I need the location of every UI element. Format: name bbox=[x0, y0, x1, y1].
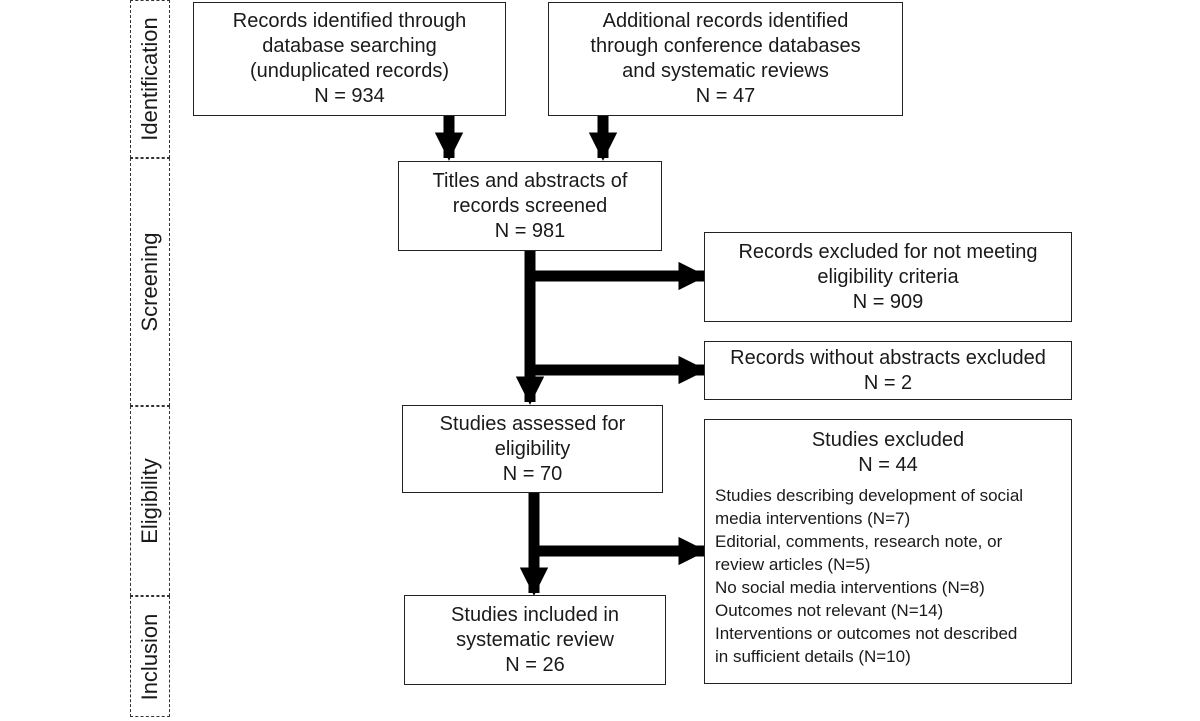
box-included: Studies included in systematic review N … bbox=[404, 595, 666, 685]
stage-screening: Screening bbox=[130, 158, 170, 406]
box-count: N = 70 bbox=[502, 462, 563, 485]
stage-identification: Identification bbox=[130, 0, 170, 158]
box-excluded-criteria: Records excluded for not meeting eligibi… bbox=[704, 232, 1072, 322]
exclusion-reason: Studies describing development of social… bbox=[715, 486, 1024, 528]
box-database-records: Records identified through database sear… bbox=[193, 2, 506, 116]
exclusion-reason: Outcomes not relevant (N=14) bbox=[715, 601, 944, 620]
box-text: Records without abstracts excluded bbox=[730, 346, 1046, 369]
box-studies-excluded: Studies excluded N = 44 Studies describi… bbox=[704, 419, 1072, 684]
exclusion-reasons: Studies describing development of social… bbox=[705, 484, 1071, 668]
box-text: Records identified through database sear… bbox=[232, 10, 467, 82]
exclusion-reason: Editorial, comments, research note, or r… bbox=[715, 532, 1003, 574]
box-excluded-no-abstract: Records without abstracts excluded N = 2 bbox=[704, 341, 1072, 400]
box-count: N = 981 bbox=[494, 219, 566, 242]
box-count: N = 47 bbox=[695, 85, 756, 107]
box-count: N = 934 bbox=[314, 85, 385, 107]
exclusion-reason: No social media interventions (N=8) bbox=[715, 578, 985, 597]
box-text: Titles and abstracts of records screened bbox=[432, 169, 628, 217]
stage-inclusion: Inclusion bbox=[130, 596, 170, 717]
box-screened: Titles and abstracts of records screened… bbox=[398, 161, 662, 251]
box-count: N = 909 bbox=[852, 290, 924, 313]
exclusion-reason: Interventions or outcomes not described … bbox=[715, 624, 1018, 666]
box-count: N = 2 bbox=[863, 371, 913, 394]
box-additional-records: Additional records identified through co… bbox=[548, 2, 903, 116]
box-count: N = 44 bbox=[858, 454, 918, 476]
box-text: Studies assessed for eligibility bbox=[439, 412, 626, 460]
stage-eligibility: Eligibility bbox=[130, 406, 170, 596]
box-text: Studies included in systematic review bbox=[451, 603, 619, 651]
box-text: Additional records identified through co… bbox=[590, 10, 861, 82]
box-text: Studies excluded bbox=[811, 429, 965, 451]
box-count: N = 26 bbox=[505, 653, 565, 676]
box-text: Records excluded for not meeting eligibi… bbox=[738, 240, 1038, 288]
box-assessed: Studies assessed for eligibility N = 70 bbox=[402, 405, 663, 493]
